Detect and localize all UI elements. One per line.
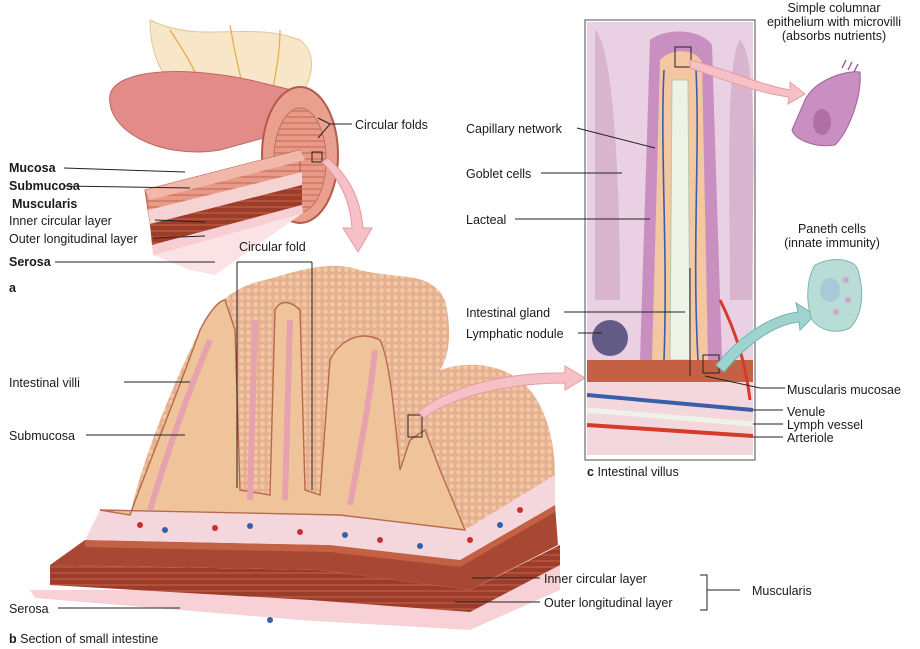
panel-c-caption: c Intestinal villus [587, 465, 679, 479]
label-capillary-network: Capillary network [466, 122, 562, 136]
label-submucosa-b: Submucosa [9, 429, 76, 443]
panel-a-letter: a [9, 281, 16, 295]
panel-c-letter: c [587, 465, 594, 479]
label-intestinal-gland: Intestinal gland [466, 306, 551, 320]
label-mucosa: Mucosa [9, 161, 56, 175]
label-inner-circular-b: Inner circular layer [544, 572, 647, 586]
label-outer-longitudinal-b: Outer longitudinal layer [544, 596, 673, 610]
epithelium-cell-drawing [791, 59, 861, 147]
label-epithelium-line1: Simple columnar [787, 1, 881, 15]
panel-b-caption-text: Section of small intestine [20, 632, 159, 646]
panel-b-caption: b Section of small intestine [9, 632, 158, 646]
zoom-arrow-a-to-b [321, 157, 373, 253]
label-epithelium-line3: (absorbs nutrients) [781, 29, 887, 43]
panel-b-letter: b [9, 632, 17, 646]
label-paneth-line2: (innate immunity) [784, 236, 880, 250]
label-lacteal: Lacteal [466, 213, 507, 227]
label-venule: Venule [787, 405, 826, 419]
leader-lines [55, 117, 785, 611]
label-outer-longitudinal-a: Outer longitudinal layer [9, 232, 138, 246]
label-paneth-line1: Paneth cells [797, 222, 867, 236]
label-inner-circular-a: Inner circular layer [9, 214, 112, 228]
zoom-arrow-to-epithelium [689, 59, 806, 105]
label-circular-folds: Circular folds [355, 118, 428, 132]
label-epithelium-line2: epithelium with microvilli [766, 15, 902, 29]
label-serosa-a: Serosa [9, 255, 51, 269]
section-drawing [30, 265, 560, 630]
label-muscularis-a: Muscularis [12, 197, 78, 211]
villus-drawing [584, 19, 756, 461]
label-serosa-b: Serosa [9, 602, 49, 616]
label-arteriole: Arteriole [787, 431, 834, 445]
label-muscularis-b: Muscularis [752, 584, 812, 598]
label-muscularis-mucosae: Muscularis mucosae [787, 383, 901, 397]
label-lymph-vessel: Lymph vessel [787, 418, 863, 432]
label-submucosa-a: Submucosa [9, 179, 80, 193]
panel-c-caption-text: Intestinal villus [597, 465, 679, 479]
label-goblet-cells: Goblet cells [466, 167, 532, 181]
paneth-cell-drawing [807, 259, 863, 332]
zoom-arrow-b-to-c [417, 365, 586, 419]
label-circular-fold: Circular fold [239, 240, 306, 254]
label-paneth-cells: Paneth cells (innate immunity) [772, 222, 892, 250]
label-lymphatic-nodule: Lymphatic nodule [466, 327, 564, 341]
label-epithelium: Simple columnar epithelium with microvil… [748, 1, 920, 43]
label-intestinal-villi: Intestinal villi [9, 376, 80, 390]
intestine-tube-drawing [109, 19, 339, 275]
